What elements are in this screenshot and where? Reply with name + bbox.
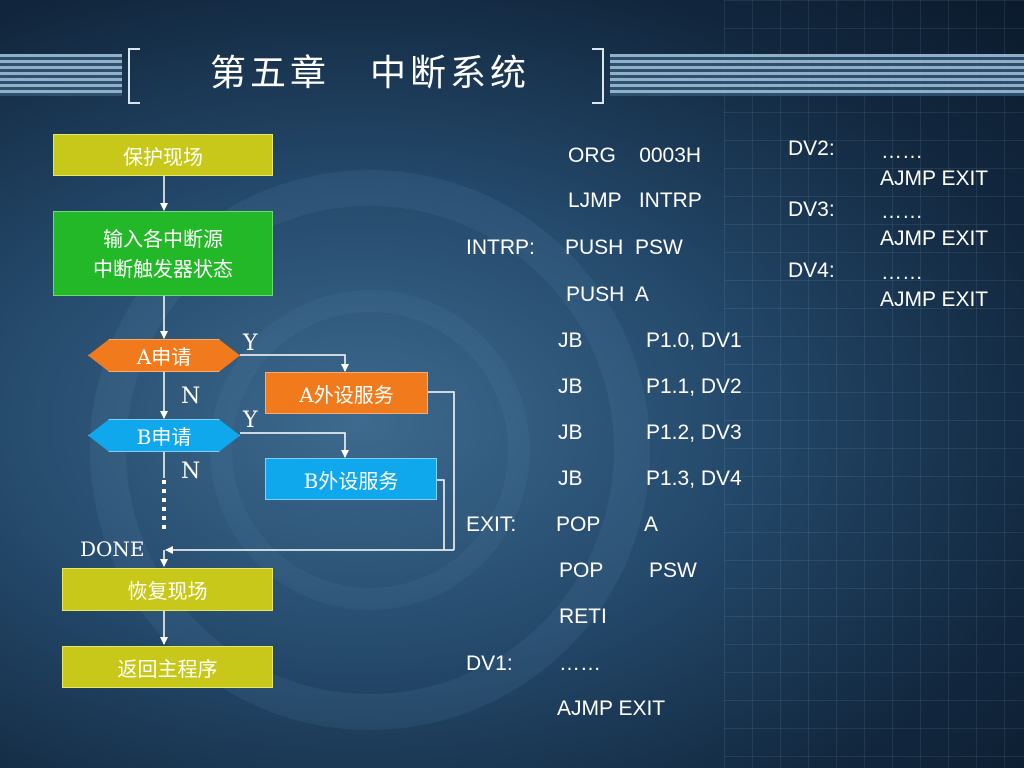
code-op-reti: RETI [559, 605, 607, 628]
code-arg: 0003H [639, 144, 702, 167]
a-request-decision: A申请 [88, 339, 240, 372]
read-interrupt-line2: 中断触发器状态 [93, 256, 233, 281]
title-stripes-left [0, 54, 122, 96]
code-op: LJMP [568, 189, 622, 212]
code-line-org: ORG 0003H [568, 144, 701, 168]
code-dv3-ellipsis: …… [881, 200, 923, 223]
code-arg: INTRP [638, 189, 702, 212]
b-yes-label: Y [243, 408, 258, 433]
b-no-label: N [181, 459, 201, 484]
code-dv4-ajmp: AJMP EXIT [880, 288, 989, 311]
code-arg-jb-2: P1.1, DV2 [646, 375, 742, 398]
code-op-jb-1: JB [558, 329, 583, 352]
title-stripes-right [610, 54, 1024, 96]
background-grid [724, 0, 1024, 768]
code-arg: A [634, 283, 649, 306]
code-dv4-ellipsis: …… [881, 261, 923, 284]
code-line-ljmp: LJMP INTRP [568, 189, 702, 213]
code-dv3-ajmp: AJMP EXIT [880, 227, 989, 250]
code-op: PUSH [566, 283, 625, 306]
read-interrupt-line1: 输入各中断源 [103, 226, 223, 251]
code-op-dv1-ajmp: AJMP EXIT [557, 697, 666, 720]
code-op-pop-a: POP [556, 513, 601, 536]
arrow-a-yes [240, 354, 349, 372]
protect-context-box: 保护现场 [53, 134, 273, 176]
title-bracket-left [128, 48, 140, 104]
code-op-dv1-ellipsis: …… [559, 652, 601, 675]
code-arg-jb-4: P1.3, DV4 [646, 467, 742, 490]
code-arg-jb-1: P1.0, DV1 [646, 329, 742, 352]
restore-context-box: 恢复现场 [62, 568, 273, 611]
arrow-b-yes [240, 432, 349, 458]
a-device-service-box: A外设服务 [265, 372, 428, 414]
return-main-program-box: 返回主程序 [62, 646, 273, 688]
code-op-pop-psw: POP [559, 559, 604, 582]
a-no-label: N [181, 384, 201, 409]
code-op: ORG [568, 144, 616, 167]
code-label-intrp: INTRP: [466, 236, 535, 259]
code-dv2-ajmp: AJMP EXIT [880, 167, 989, 190]
line-b-service-return [437, 479, 445, 550]
line-a-service-return [428, 391, 455, 550]
code-arg-pop-a: A [644, 513, 659, 536]
code-op-jb-4: JB [558, 467, 583, 490]
code-label-dv3: DV3: [788, 198, 835, 221]
code-label-dv1: DV1: [466, 652, 513, 675]
code-op-jb-3: JB [558, 421, 583, 444]
code-op: PUSH [565, 236, 624, 259]
slide-title: 第五章 中断系统 [209, 53, 530, 94]
code-dv2-ellipsis: …… [881, 140, 923, 163]
code-arg-pop-psw: PSW [649, 559, 697, 582]
read-interrupt-sources-box: 输入各中断源 中断触发器状态 [53, 211, 273, 296]
code-op-jb-2: JB [558, 375, 583, 398]
b-device-service-box: B外设服务 [265, 458, 437, 500]
code-arg-jb-3: P1.2, DV3 [646, 421, 742, 444]
a-yes-label: Y [243, 331, 258, 356]
code-label-dv4: DV4: [788, 259, 835, 282]
code-line-push-psw: PUSH PSW [565, 236, 683, 260]
code-label-exit: EXIT: [466, 513, 517, 536]
code-line-push-a: PUSH A [566, 283, 649, 307]
title-bracket-right [592, 48, 604, 104]
done-label: DONE [80, 537, 145, 561]
code-label-dv2: DV2: [788, 137, 835, 160]
b-request-decision: B申请 [88, 419, 240, 452]
code-arg: PSW [635, 236, 683, 259]
